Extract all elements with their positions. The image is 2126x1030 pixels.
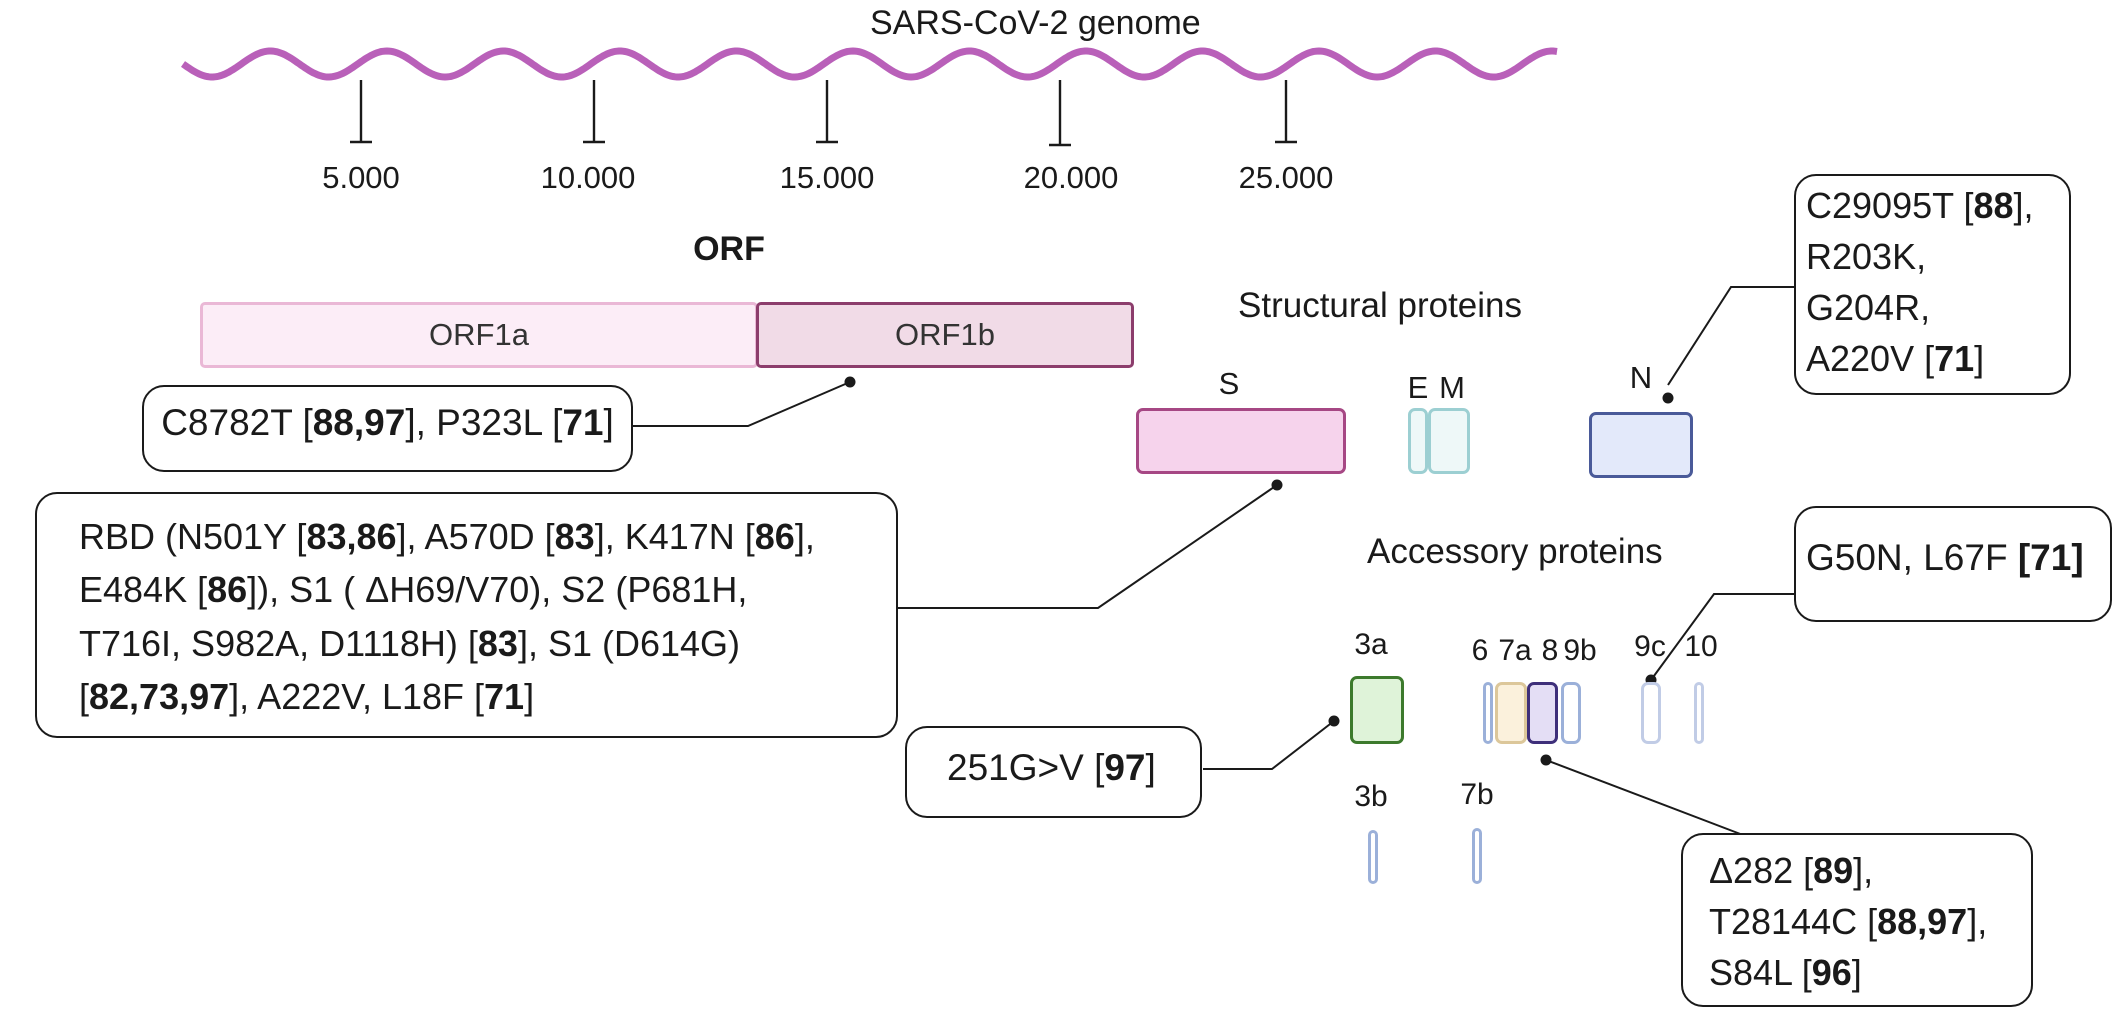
m-protein-box bbox=[1428, 408, 1470, 474]
s-protein-box bbox=[1136, 408, 1346, 474]
tick-label-25000: 25.000 bbox=[1238, 160, 1334, 195]
p3a-label: 3a bbox=[1354, 628, 1388, 661]
genome-wave bbox=[180, 47, 1558, 81]
p6-protein-box bbox=[1483, 682, 1493, 744]
citation-ref: 88,97 bbox=[312, 402, 406, 443]
structural-title: Structural proteins bbox=[1238, 286, 1523, 325]
genome-title: SARS-CoV-2 genome bbox=[870, 4, 1201, 42]
citation-ref: 97 bbox=[1104, 747, 1146, 788]
callout-line: T28144C [88,97], bbox=[1709, 901, 1988, 943]
p10-protein-box bbox=[1694, 682, 1704, 744]
orf1a-box: ORF1a bbox=[200, 302, 758, 368]
e-label: E bbox=[1407, 370, 1429, 405]
callout-line: R203K, bbox=[1806, 236, 1927, 278]
callout-line: S84L [96] bbox=[1709, 952, 1862, 994]
tick-label-5000: 5.000 bbox=[322, 160, 400, 195]
callout-text: ] bbox=[1145, 747, 1156, 788]
p8-label: 8 bbox=[1541, 634, 1559, 667]
callout-text: C8782T [ bbox=[161, 402, 313, 443]
n-mutations-callout: C29095T [88], R203K, G204R, A220V [71] bbox=[1794, 174, 2071, 395]
p8-protein-box bbox=[1527, 682, 1558, 744]
genome-ticks bbox=[350, 80, 1297, 147]
callout-text: 251G>V [ bbox=[947, 747, 1105, 788]
callout-line: Δ282 [89], bbox=[1709, 850, 1874, 891]
p3a-protein-box bbox=[1350, 676, 1404, 744]
callout-line: E484K [86]), S1 ( ΔH69/V70), S2 (P681H, bbox=[79, 569, 748, 611]
leader-lines bbox=[631, 286, 1796, 836]
callout-line: G204R, bbox=[1806, 287, 1931, 329]
callout-line: A220V [71] bbox=[1806, 338, 1985, 380]
p9c-protein-box bbox=[1641, 682, 1661, 744]
e-protein-box bbox=[1408, 408, 1428, 474]
p9c-mutations-callout: G50N, L67F [71] bbox=[1794, 506, 2112, 622]
orf1b-label: ORF1b bbox=[895, 317, 995, 352]
p3b-label: 3b bbox=[1354, 780, 1388, 813]
callout-text: G50N, L67F bbox=[1806, 537, 2018, 578]
callout-line: T716I, S982A, D1118H) [83], S1 (D614G) bbox=[79, 622, 741, 664]
tick-label-15000: 15.000 bbox=[779, 160, 875, 195]
p6-label: 6 bbox=[1471, 634, 1489, 667]
citation-ref: 71 bbox=[562, 402, 604, 443]
p9c-label: 9c bbox=[1634, 630, 1666, 663]
p10-label: 10 bbox=[1684, 630, 1718, 663]
callout-line: C29095T [88], bbox=[1806, 185, 2034, 226]
p3a-mutations-callout: 251G>V [97] bbox=[905, 726, 1202, 818]
tick-label-10000: 10.000 bbox=[540, 160, 636, 195]
p7a-label: 7a bbox=[1498, 634, 1532, 667]
callout-text: ], P323L [ bbox=[405, 402, 563, 443]
citation-ref: [71] bbox=[2017, 537, 2084, 578]
s-mutations-callout: RBD (N501Y [83,86], A570D [83], K417N [8… bbox=[35, 492, 898, 738]
n-protein-box bbox=[1589, 412, 1693, 478]
p8-mutations-callout: Δ282 [89], T28144C [88,97], S84L [96] bbox=[1681, 833, 2033, 1007]
p3b-protein-box bbox=[1368, 830, 1378, 884]
orf1b-mutations-callout: C8782T [88,97], P323L [71] bbox=[142, 385, 633, 472]
callout-line: [82,73,97], A222V, L18F [71] bbox=[79, 675, 535, 717]
callout-text: ] bbox=[603, 402, 614, 443]
orf-title: ORF bbox=[693, 230, 765, 268]
p7b-protein-box bbox=[1472, 828, 1482, 884]
p9b-protein-box bbox=[1561, 682, 1581, 744]
tick-label-20000: 20.000 bbox=[1023, 160, 1119, 195]
n-label: N bbox=[1629, 360, 1653, 395]
orf1a-label: ORF1a bbox=[429, 317, 529, 352]
s-label: S bbox=[1218, 366, 1240, 401]
m-label: M bbox=[1439, 370, 1465, 405]
leader-dots bbox=[844, 376, 1674, 766]
p7a-protein-box bbox=[1495, 682, 1527, 744]
accessory-title: Accessory proteins bbox=[1367, 532, 1663, 571]
p9b-label: 9b bbox=[1563, 634, 1597, 667]
p7b-label: 7b bbox=[1460, 778, 1494, 811]
orf1b-box: ORF1b bbox=[756, 302, 1134, 368]
callout-line: RBD (N501Y [83,86], A570D [83], K417N [8… bbox=[79, 516, 815, 557]
